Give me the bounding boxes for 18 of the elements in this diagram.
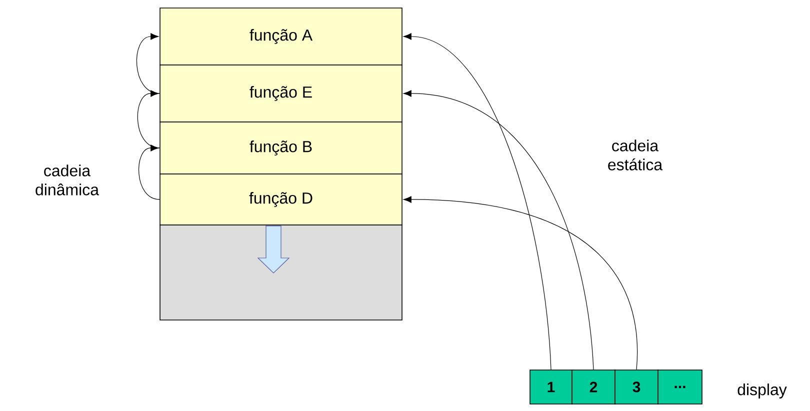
arrow (403, 196, 638, 370)
text-label: cadeia estática (608, 140, 663, 170)
arrow (403, 90, 594, 370)
stack-area (160, 224, 402, 320)
function-box: função B (160, 122, 402, 174)
function-box: função E (160, 64, 402, 122)
text-label: cadeia dinâmica (36, 164, 99, 196)
display-cell: 1 (530, 370, 572, 404)
arrow (403, 33, 552, 370)
display-cell: 3 (614, 370, 658, 404)
function-box: função D (160, 174, 402, 226)
function-box: função A (160, 8, 402, 66)
arrow (136, 33, 160, 94)
display-cell: 2 (572, 370, 616, 404)
arrow (137, 90, 160, 148)
arrow (138, 144, 160, 200)
text-label: display (738, 384, 787, 398)
display-cell: ... (658, 370, 702, 404)
